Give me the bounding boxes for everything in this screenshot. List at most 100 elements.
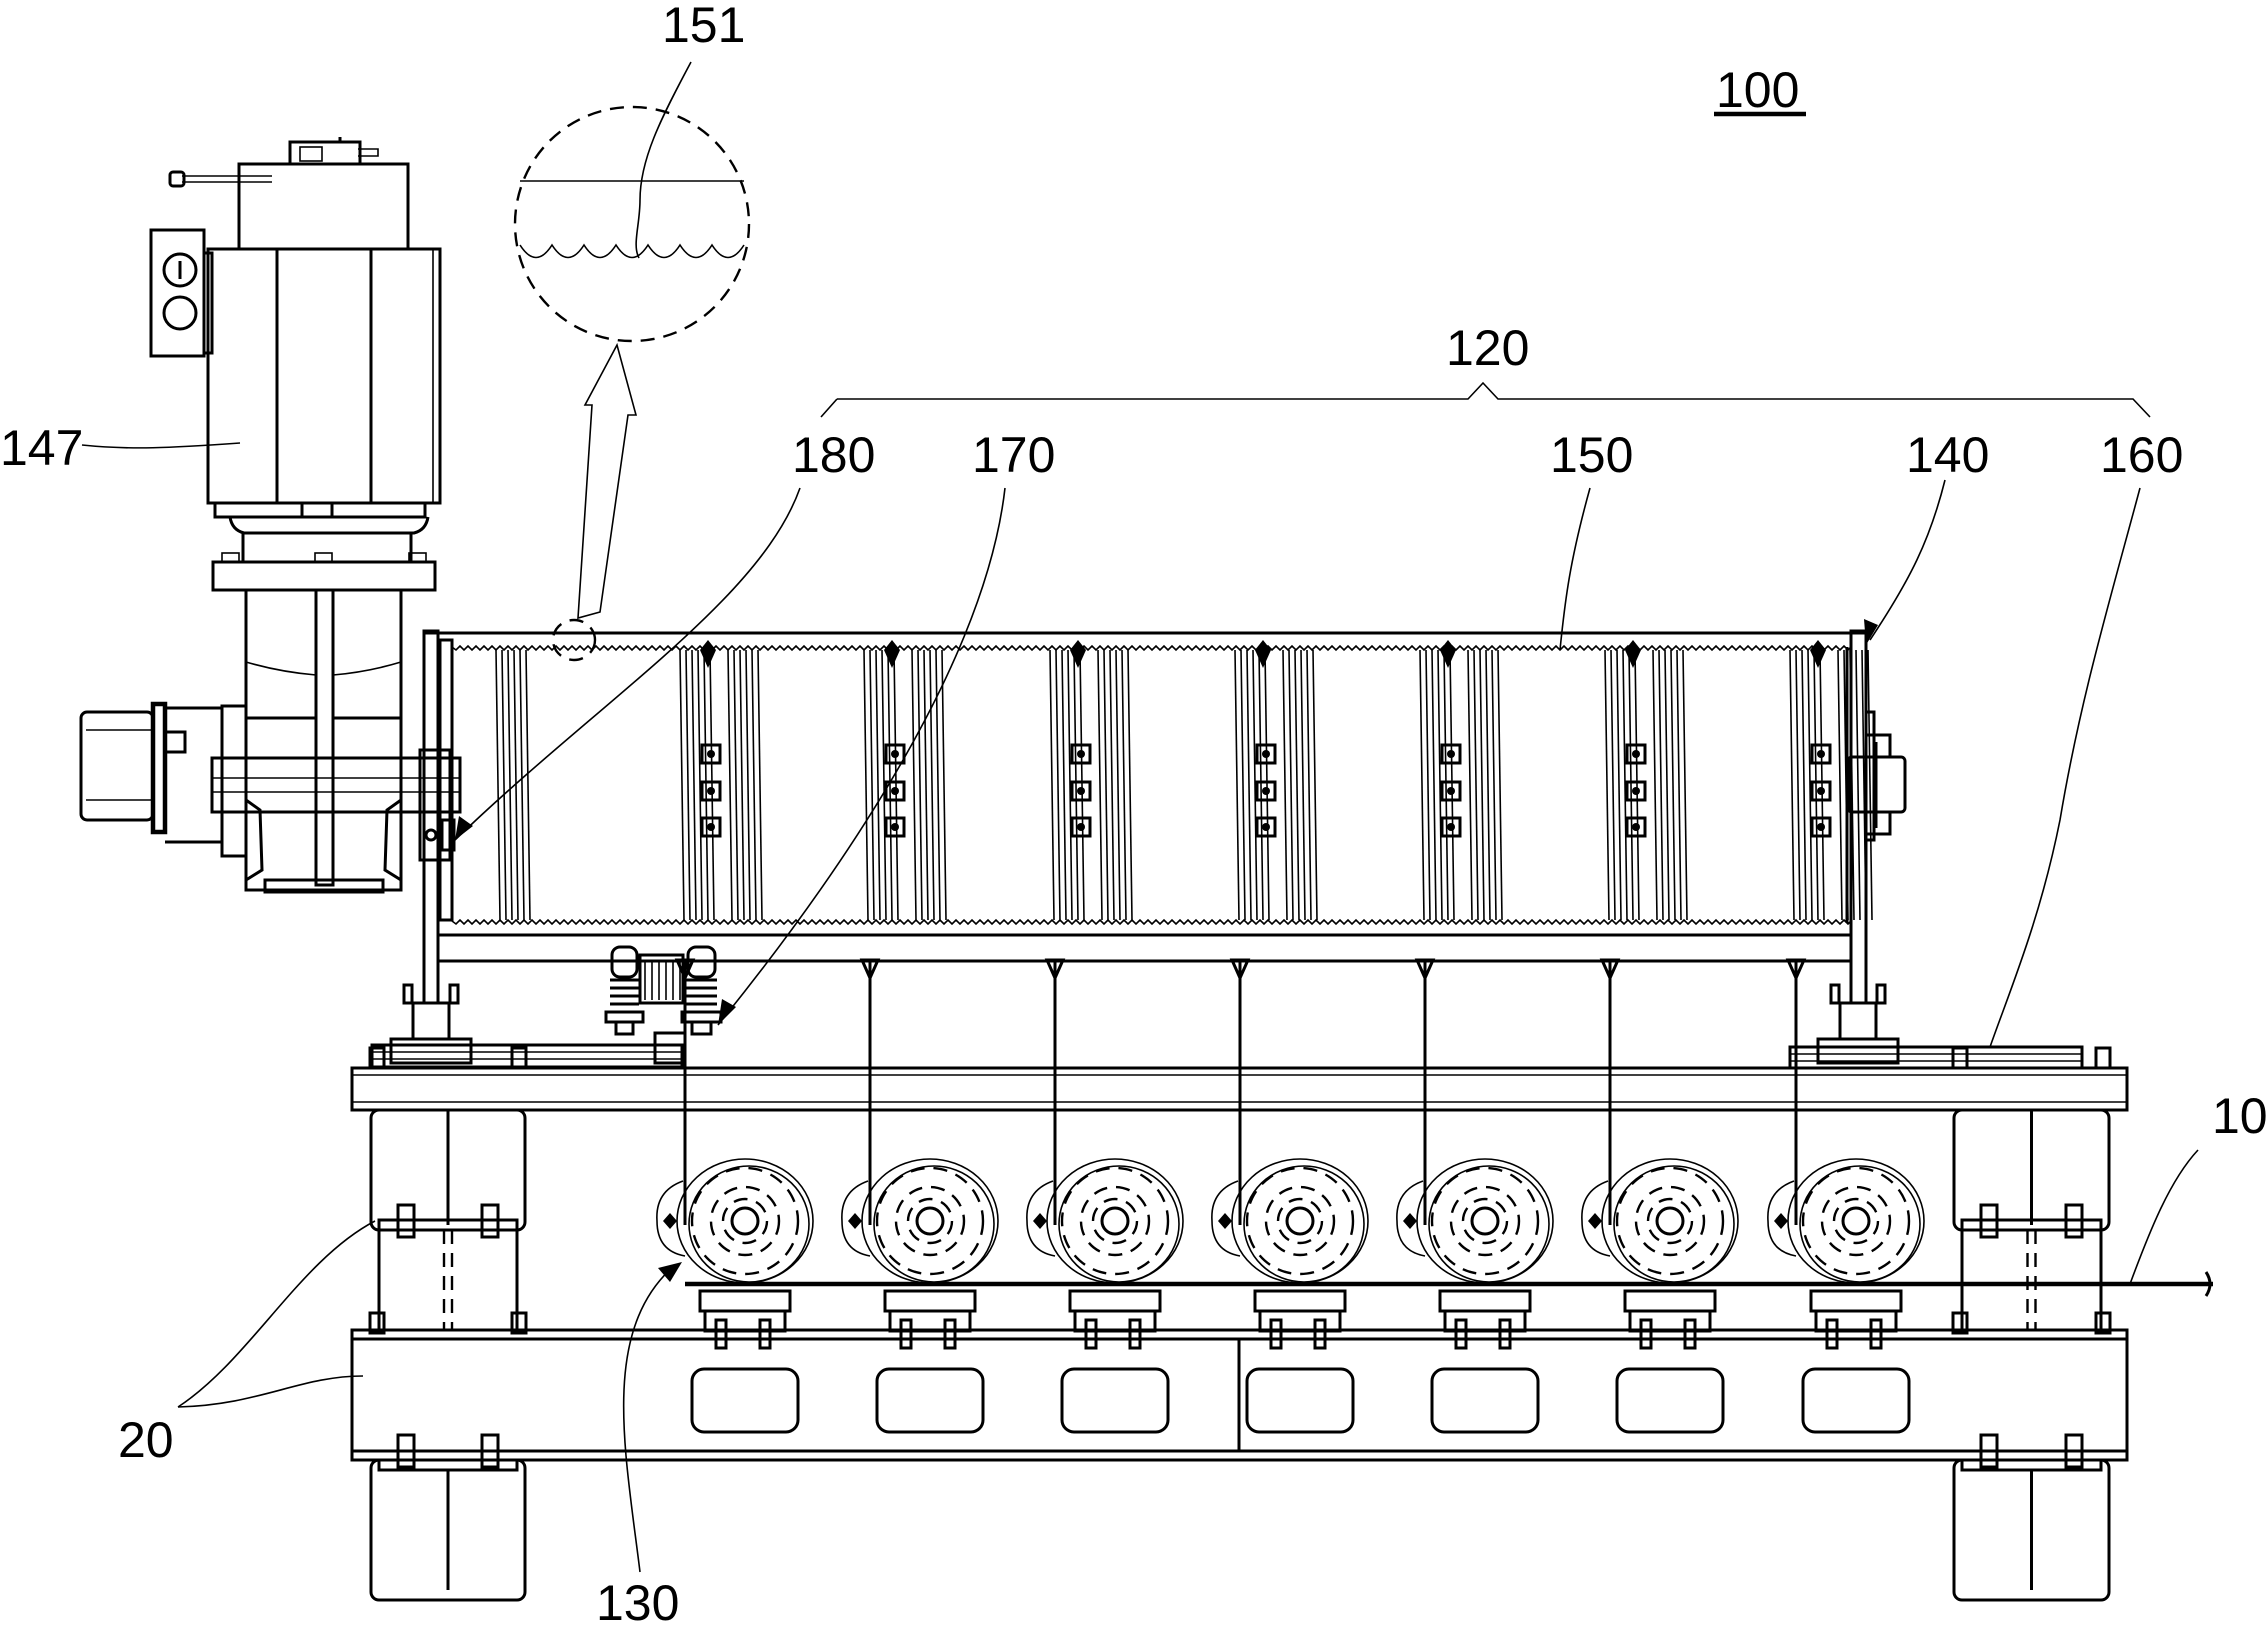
- leader-160: [1989, 487, 2141, 1048]
- roller-mount-base: [703, 1309, 787, 1333]
- roller-pin: [1588, 1213, 1602, 1229]
- roller-mount-bolt: [1269, 1318, 1283, 1350]
- drum-wire: [697, 649, 703, 921]
- roller-mount-base: [1628, 1309, 1712, 1333]
- sensor-180-bracket: [418, 748, 452, 862]
- strip-end: [2204, 1271, 2212, 1297]
- drum-clamp: [1440, 640, 1456, 668]
- roller-unit: [1767, 958, 1925, 1434]
- label-120: 120: [1446, 320, 1529, 376]
- drum-wire: [917, 649, 923, 921]
- roller-unit: [841, 958, 999, 1434]
- drum-wire: [1670, 649, 1676, 921]
- drum-wire: [1813, 649, 1819, 921]
- drum-wire: [1819, 649, 1825, 921]
- roller-axle: [1285, 1206, 1315, 1236]
- drum-clamp: [1255, 640, 1271, 668]
- drum-wire: [727, 649, 733, 921]
- drum-wire: [501, 649, 507, 921]
- roller-mount-bolt: [1683, 1318, 1697, 1350]
- gearbox-lower-left: [245, 798, 264, 882]
- roller-mount-base: [1814, 1309, 1898, 1333]
- drum-bolt: [1810, 743, 1832, 765]
- drum-wire: [1795, 649, 1801, 921]
- right-rail-plate-160: [1788, 1045, 2084, 1070]
- drum-wire: [495, 649, 501, 921]
- servo-flange: [150, 701, 168, 835]
- detail-source-circle: [551, 618, 597, 662]
- roller-mount-bolt: [899, 1318, 913, 1350]
- leader-130: [622, 1264, 676, 1573]
- drum-wire: [1861, 649, 1867, 921]
- foot-plate: [1816, 1037, 1900, 1065]
- drum-clamp: [1625, 640, 1641, 668]
- column-mid: [1960, 1228, 2103, 1332]
- drum-bolt: [1070, 780, 1092, 802]
- rod-cap: [168, 170, 186, 188]
- tensioner-pulley-block: [638, 953, 685, 1005]
- beam-bolt: [368, 1046, 386, 1070]
- motor-base-lug: [300, 501, 334, 519]
- drum-wire: [1849, 649, 1855, 921]
- roller-axle: [1100, 1206, 1130, 1236]
- wire-guide-triangle: [1414, 958, 1436, 982]
- label-100: 100: [1716, 62, 1799, 118]
- beam-bolt: [510, 1046, 528, 1070]
- roller-hidden-inner: [721, 1197, 769, 1245]
- left-drum-end: [438, 638, 454, 922]
- drum-bolt: [1810, 816, 1832, 838]
- beam-bolt: [1951, 1046, 1969, 1070]
- flange-bolt: [221, 552, 240, 563]
- drum-bolt: [1440, 816, 1462, 838]
- beam-bolt: [2094, 1311, 2112, 1335]
- support-structure: [350, 1043, 2129, 1602]
- roller-hidden-outer: [690, 1166, 800, 1276]
- roller-pin: [848, 1213, 862, 1229]
- roller-pin: [1218, 1213, 1232, 1229]
- roller-mount-bolt: [943, 1318, 957, 1350]
- drum-wire: [1079, 649, 1085, 921]
- drum-bolt-head: [1817, 823, 1825, 831]
- roller-hidden-mid: [1634, 1185, 1706, 1257]
- drum-bolt: [1255, 743, 1277, 765]
- drum-bolt: [1440, 743, 1462, 765]
- servo-bracket: [220, 704, 248, 858]
- drum-clamp: [884, 640, 900, 668]
- label-10: 10: [2212, 1088, 2268, 1144]
- foot-block: [411, 1001, 451, 1041]
- wire-guide-triangle: [1785, 958, 1807, 982]
- roller-unit: [1581, 958, 1739, 1434]
- drum-section: [679, 640, 763, 921]
- roller-hidden-outer: [1615, 1166, 1725, 1276]
- drum-wire: [1622, 649, 1628, 921]
- spring-nut: [690, 1020, 713, 1036]
- roller-hidden-outer: [1430, 1166, 1540, 1276]
- leader-180-arrowhead: [455, 816, 473, 840]
- drum-wire: [1604, 649, 1610, 921]
- motor-control-box: [149, 228, 206, 358]
- beam-window: [1801, 1367, 1911, 1434]
- roller-hidden-mid: [894, 1185, 966, 1257]
- drum-bolt-head: [1262, 750, 1270, 758]
- drum-bolt-head: [1262, 787, 1270, 795]
- drum-wire: [525, 649, 531, 921]
- roller-hidden-outer: [1801, 1166, 1911, 1276]
- drum-wire: [1479, 649, 1485, 921]
- roller-hidden-inner: [906, 1197, 954, 1245]
- drum-wire: [1246, 649, 1252, 921]
- roller-axle: [1655, 1206, 1685, 1236]
- drum-wire: [1312, 649, 1318, 921]
- left-frame-post: [422, 629, 440, 1005]
- drum-bolt: [1255, 780, 1277, 802]
- anchor-bolt: [396, 1433, 416, 1469]
- roller-pin: [1774, 1213, 1788, 1229]
- wire-guide-triangle: [1599, 958, 1621, 982]
- column-lower-i: [1952, 1458, 2111, 1602]
- flange-bolt: [314, 552, 333, 563]
- roller-hidden-inner: [1091, 1197, 1139, 1245]
- column-mid: [377, 1228, 519, 1332]
- drum-wire: [1049, 649, 1055, 921]
- right-frame-foot: [1816, 983, 1900, 1065]
- spring-cap: [686, 945, 717, 979]
- label-147: 147: [0, 420, 83, 476]
